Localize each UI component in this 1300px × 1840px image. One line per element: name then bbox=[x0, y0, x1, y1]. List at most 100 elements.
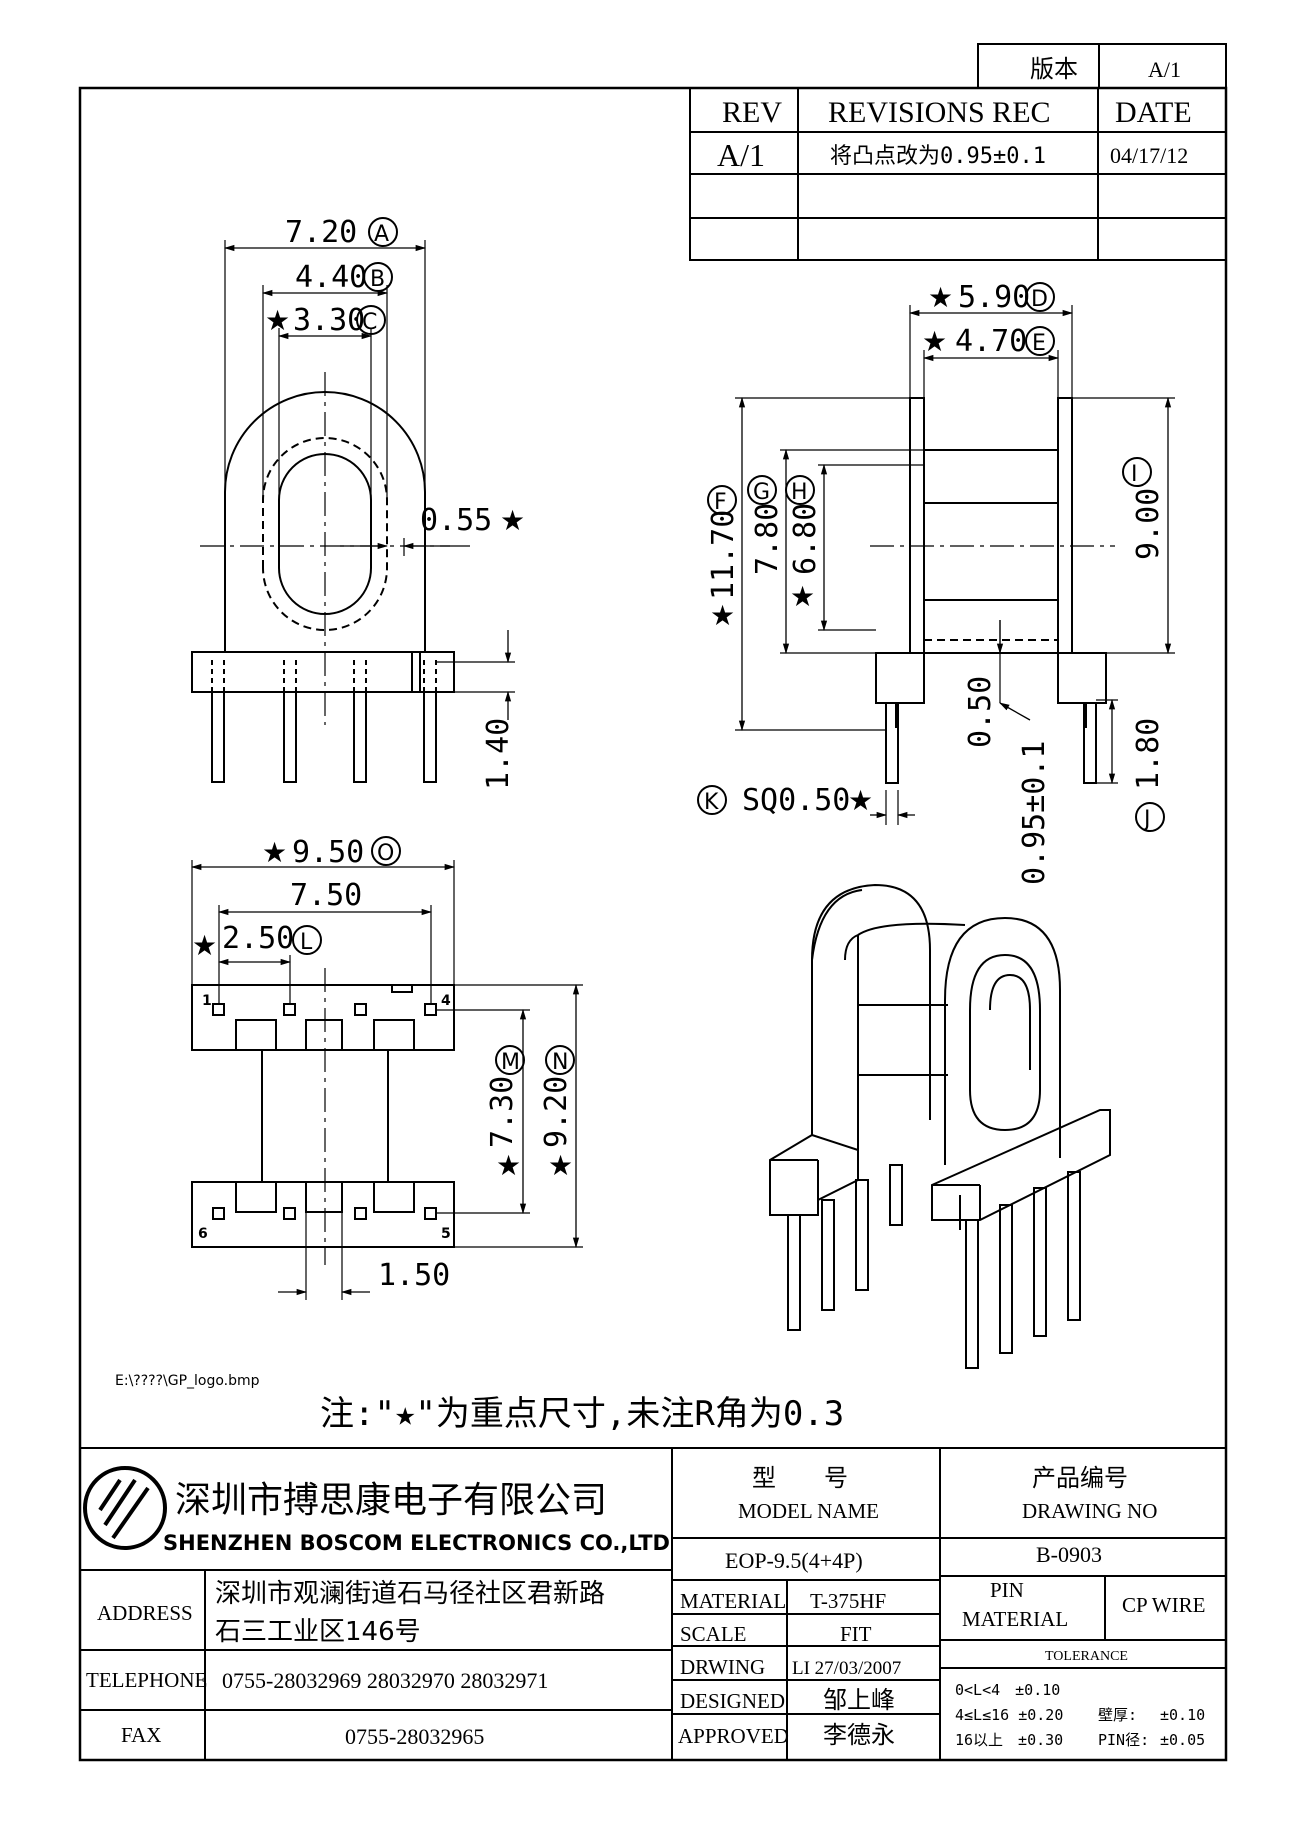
version-label: 版本 bbox=[1030, 55, 1078, 83]
dim-d-value: 5.90 bbox=[958, 280, 1030, 315]
tolerance-row-1: 0<L<4 ±0.10 bbox=[955, 1681, 1060, 1699]
dim-a-value: 7.20 bbox=[285, 215, 357, 250]
drawing-label-en: DRAWING NO bbox=[1022, 1499, 1157, 1523]
tag-h: H bbox=[791, 480, 808, 505]
pin-material-value: CP WIRE bbox=[1122, 1593, 1205, 1617]
tag-e: E bbox=[1032, 331, 1046, 356]
tolerance-row-3: 16以上 ±0.30 bbox=[955, 1731, 1063, 1749]
dim-m-value: 7.30 bbox=[485, 1076, 520, 1148]
telephone-value: 0755-28032969 28032970 28032971 bbox=[222, 1668, 548, 1693]
tag-n: N bbox=[552, 1050, 568, 1075]
tag-e-circle bbox=[1025, 326, 1055, 356]
dim-f-star: ★ bbox=[710, 599, 735, 632]
rec-header: REVISIONS REC bbox=[828, 96, 1051, 129]
dim-140-value: 1.40 bbox=[481, 718, 516, 790]
dim-e-star: ★ bbox=[922, 325, 947, 358]
address-label: ADDRESS bbox=[97, 1601, 193, 1625]
tag-h-circle bbox=[785, 475, 815, 505]
dim-l-star: ★ bbox=[192, 929, 217, 962]
address-line-1: 深圳市观澜街道石马径社区君新路 bbox=[215, 1579, 605, 1609]
rev-row-1-rev: A/1 bbox=[717, 137, 765, 173]
drwing-value: LI 27/03/2007 bbox=[792, 1658, 901, 1679]
rev-row-1-rec: 将凸点改为0.95±0.1 bbox=[830, 144, 1046, 169]
fax-value: 0755-28032965 bbox=[345, 1724, 484, 1749]
material-label: MATERIAL bbox=[680, 1589, 786, 1613]
dim-150-value: 1.50 bbox=[378, 1258, 450, 1293]
tag-k: K bbox=[704, 790, 719, 815]
tag-j: J bbox=[1142, 807, 1151, 832]
dim-750-value: 7.50 bbox=[290, 878, 362, 913]
rev-header: REV bbox=[722, 96, 782, 129]
tag-b: B bbox=[370, 267, 385, 292]
tag-c-circle bbox=[356, 305, 386, 335]
tag-d-circle bbox=[1025, 282, 1055, 312]
dim-m-star: ★ bbox=[496, 1149, 521, 1182]
wall-value: ±0.10 bbox=[1160, 1706, 1205, 1724]
top-view bbox=[191, 240, 515, 783]
tag-g: G bbox=[753, 480, 770, 505]
dim-o-star: ★ bbox=[262, 836, 287, 869]
tag-a-circle bbox=[368, 217, 398, 247]
model-label-cn: 型 号 bbox=[752, 1464, 848, 1492]
logo-path: E:\????\GP_logo.bmp bbox=[115, 1373, 260, 1389]
dim-n-star: ★ bbox=[548, 1149, 573, 1182]
tolerance-label: TOLERANCE bbox=[1045, 1649, 1128, 1664]
wall-label: 壁厚: bbox=[1098, 1706, 1137, 1724]
tag-b-circle bbox=[363, 262, 393, 292]
dim-o-value: 9.50 bbox=[292, 835, 364, 870]
address-line-2: 石三工业区146号 bbox=[215, 1617, 421, 1647]
dim-h-star: ★ bbox=[790, 580, 815, 613]
side-view bbox=[735, 305, 1175, 825]
version-box bbox=[977, 43, 1227, 89]
scale-value: FIT bbox=[840, 1622, 872, 1646]
scale-label: SCALE bbox=[680, 1622, 747, 1646]
drawing-value: B-0903 bbox=[1036, 1542, 1102, 1567]
rev-row-1-date: 04/17/12 bbox=[1110, 143, 1188, 168]
dim-055-star: ★ bbox=[500, 504, 525, 537]
pin-label-5: 5 bbox=[441, 1226, 451, 1242]
bottom-view bbox=[190, 860, 583, 1300]
drawing-frame bbox=[78, 86, 1228, 1762]
designed-label: DESIGNED bbox=[680, 1689, 785, 1713]
company-name-cn: 深圳市搏思康电子有限公司 bbox=[175, 1480, 607, 1521]
dim-b-value: 4.40 bbox=[295, 260, 367, 295]
isometric-view bbox=[769, 883, 1111, 1369]
company-name-en: SHENZHEN BOSCOM ELECTRONICS CO.,LTD bbox=[163, 1531, 670, 1555]
material-value: T-375HF bbox=[810, 1589, 886, 1613]
dim-k-star: ★ bbox=[848, 784, 873, 817]
dim-f-value: 11.70 bbox=[706, 510, 741, 600]
dim-l-value: 2.50 bbox=[222, 921, 294, 956]
revisions-table bbox=[689, 87, 1227, 261]
tag-g-circle bbox=[747, 475, 777, 505]
tolerance-row-2: 4≤L≤16 ±0.20 bbox=[955, 1706, 1063, 1724]
dim-e-value: 4.70 bbox=[955, 324, 1027, 359]
dim-d-star: ★ bbox=[928, 281, 953, 314]
tag-f: F bbox=[714, 490, 727, 515]
drwing-label: DRWING bbox=[680, 1655, 765, 1679]
version-value: A/1 bbox=[1148, 57, 1181, 82]
tag-c: C bbox=[362, 310, 377, 335]
designed-value: 邹上峰 bbox=[823, 1686, 895, 1714]
approved-label: APPROVED bbox=[678, 1724, 789, 1748]
tag-k-circle bbox=[697, 785, 727, 815]
tag-d: D bbox=[1031, 287, 1048, 312]
pin-label-6: 6 bbox=[198, 1226, 208, 1242]
pin-dia-value: ±0.05 bbox=[1160, 1731, 1205, 1749]
tag-l-circle bbox=[292, 925, 322, 955]
tag-i-circle bbox=[1122, 457, 1152, 487]
tag-j-circle bbox=[1135, 802, 1165, 832]
dim-g-value: 7.80 bbox=[750, 503, 785, 575]
dim-j-value: 1.80 bbox=[1131, 718, 1166, 790]
title-block bbox=[80, 1447, 1226, 1760]
dim-h-value: 6.80 bbox=[788, 503, 823, 575]
dim-050-value: 0.50 bbox=[963, 676, 998, 748]
pin-label-1: 1 bbox=[202, 993, 212, 1009]
pin-dia-label: PIN径: bbox=[1098, 1731, 1149, 1749]
tag-o-circle bbox=[371, 836, 401, 866]
dim-n-value: 9.20 bbox=[539, 1076, 574, 1148]
tag-n-circle bbox=[545, 1045, 575, 1075]
tag-f-circle bbox=[707, 485, 737, 515]
dim-095-value: 0.95±0.1 bbox=[1017, 741, 1052, 886]
pin-material-line1: PIN bbox=[990, 1578, 1024, 1602]
